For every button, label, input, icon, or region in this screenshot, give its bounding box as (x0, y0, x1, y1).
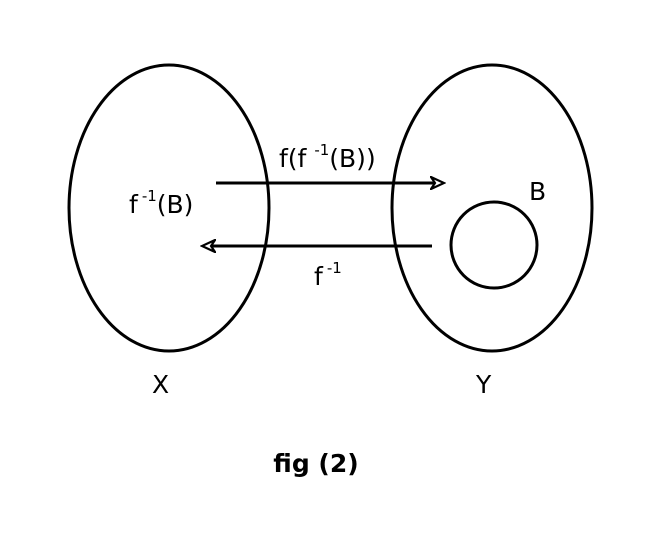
image-of-preimage-head: f(f (279, 144, 314, 173)
inverse-map-label: f-1 (314, 259, 342, 291)
image-of-preimage-label: f(f -1(B)) (279, 141, 376, 173)
inverse-map-base: f (314, 262, 324, 291)
set-y-label: Y (475, 370, 492, 399)
inverse-map-sup: -1 (327, 259, 342, 277)
subset-b-label: B (529, 177, 546, 206)
set-x-label: X (152, 370, 169, 399)
set-x-ellipse (67, 63, 271, 353)
preimage-label: f-1(B) (129, 187, 193, 219)
figure-caption: fig (2) (273, 449, 358, 478)
subset-b-circle (449, 200, 539, 290)
preimage-base: f (129, 190, 139, 219)
preimage-tail: (B) (157, 190, 194, 219)
set-y-ellipse (390, 63, 594, 353)
image-of-preimage-tail: (B)) (329, 144, 375, 173)
image-of-preimage-sup: -1 (314, 141, 329, 159)
preimage-sup: -1 (142, 187, 157, 205)
